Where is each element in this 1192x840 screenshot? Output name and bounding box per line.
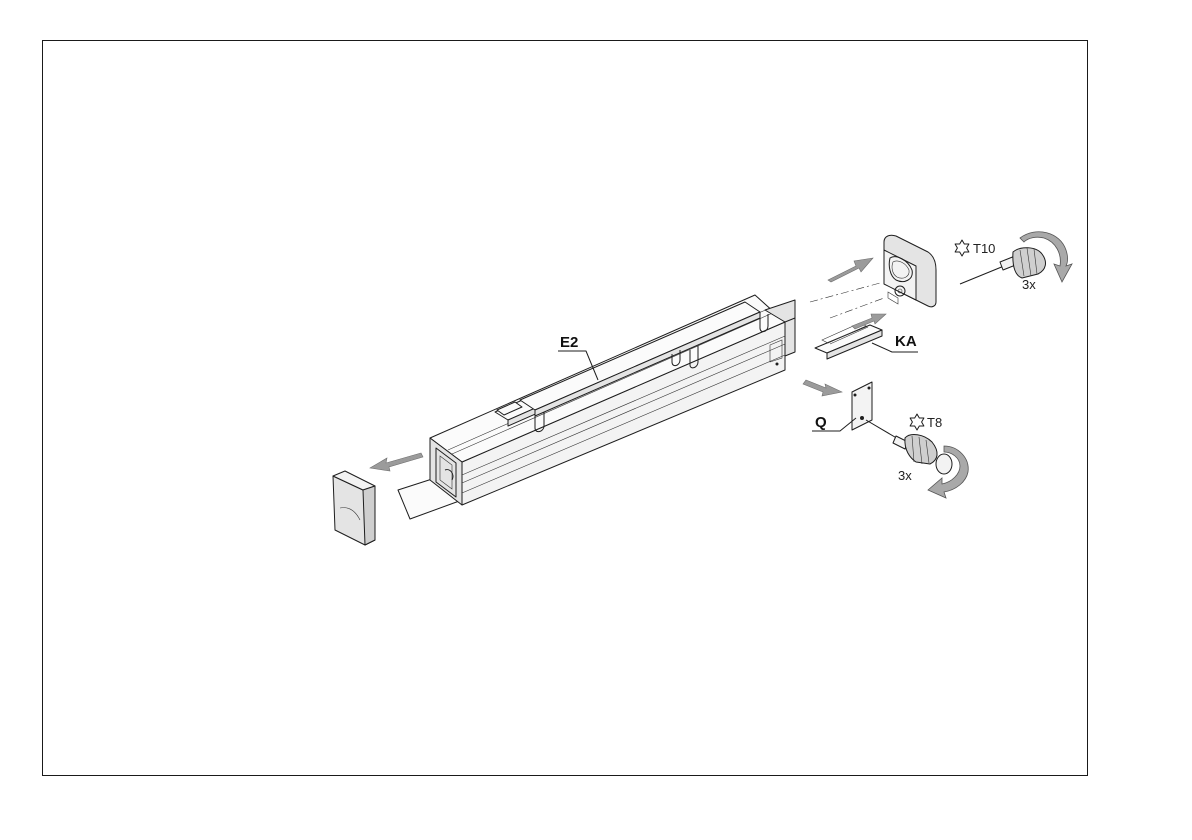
label-3x-upper: 3x — [1022, 277, 1036, 292]
label-e2: E2 — [560, 334, 578, 351]
label-q: Q — [815, 414, 827, 431]
torx-star-icon — [910, 414, 924, 430]
cover-plate — [852, 382, 872, 430]
label-t10: T10 — [973, 241, 995, 256]
cover-plate-arrow — [803, 380, 842, 396]
label-ka: KA — [895, 333, 917, 350]
end-cap — [333, 471, 375, 545]
cable-carrier-plate — [815, 323, 882, 359]
motor-head-housing — [884, 235, 936, 307]
remove-end-cap-arrow — [370, 453, 423, 471]
label-t8: T8 — [927, 415, 942, 430]
torx-star-icon — [955, 240, 969, 256]
label-3x-lower: 3x — [898, 468, 912, 483]
drive-rail-body — [430, 295, 795, 505]
motor-head-arrow — [828, 258, 873, 282]
